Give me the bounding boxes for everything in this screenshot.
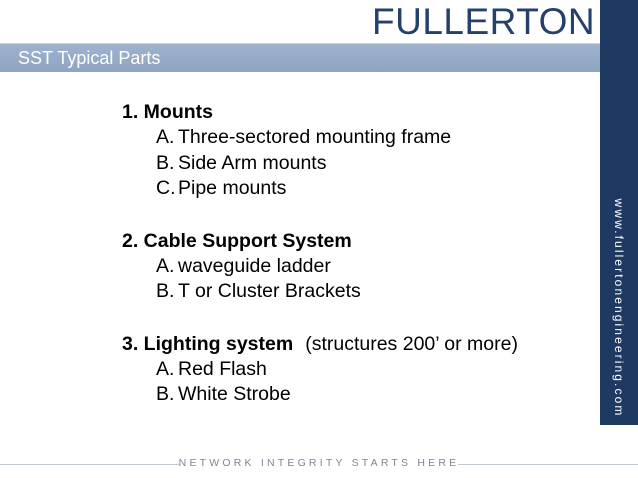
item-text: Red Flash xyxy=(178,357,267,380)
section-heading: 2. Cable Support System xyxy=(122,228,518,254)
list-item: B.T or Cluster Brackets xyxy=(122,279,518,305)
slide-title-bar: SST Typical Parts xyxy=(0,43,600,72)
section-heading: 1. Mounts xyxy=(122,99,518,125)
slide-title: SST Typical Parts xyxy=(18,48,161,68)
item-text: T or Cluster Brackets xyxy=(178,280,361,302)
section-cable-support: 2. Cable Support System A.waveguide ladd… xyxy=(122,228,518,305)
footer-divider-right xyxy=(458,464,638,465)
parts-list: 1. Mounts A.Three-sectored mounting fram… xyxy=(122,99,518,408)
heading-note: (structures 200’ or more) xyxy=(305,332,518,355)
item-text: White Strobe xyxy=(178,383,291,405)
item-letter: A. xyxy=(156,357,175,380)
item-text: Side Arm mounts xyxy=(178,151,327,174)
item-text: waveguide ladder xyxy=(178,254,331,277)
section-lighting: 3. Lighting system (structures 200’ or mo… xyxy=(122,331,518,408)
item-letter: B. xyxy=(156,280,175,302)
list-item: B.Side Arm mounts xyxy=(122,151,518,177)
item-letter: A. xyxy=(156,126,175,148)
company-logo: FULLERTON xyxy=(372,1,596,42)
side-brand-bar xyxy=(600,0,638,425)
item-letter: C. xyxy=(156,177,176,199)
item-letter: B. xyxy=(156,383,175,405)
list-item: A.Red Flash xyxy=(122,357,518,383)
item-text: Pipe mounts xyxy=(178,177,287,199)
list-item: B.White Strobe xyxy=(122,382,518,408)
list-item: C.Pipe mounts xyxy=(122,176,518,202)
list-item: A.waveguide ladder xyxy=(122,254,518,280)
website-url: www.fullertonengineering.com xyxy=(612,198,626,418)
footer-divider-left xyxy=(0,464,180,465)
section-heading: 3. Lighting system (structures 200’ or mo… xyxy=(122,331,518,357)
section-mounts: 1. Mounts A.Three-sectored mounting fram… xyxy=(122,99,518,202)
footer-tagline: NETWORK INTEGRITY STARTS HERE xyxy=(178,457,460,469)
item-text: Three-sectored mounting frame xyxy=(178,126,452,148)
item-letter: A. xyxy=(156,254,175,277)
item-letter: B. xyxy=(156,151,175,174)
heading-text: 3. Lighting system xyxy=(122,332,294,355)
heading-text: 1. Mounts xyxy=(122,101,213,123)
heading-text: 2. Cable Support System xyxy=(122,229,352,252)
list-item: A.Three-sectored mounting frame xyxy=(122,125,518,151)
